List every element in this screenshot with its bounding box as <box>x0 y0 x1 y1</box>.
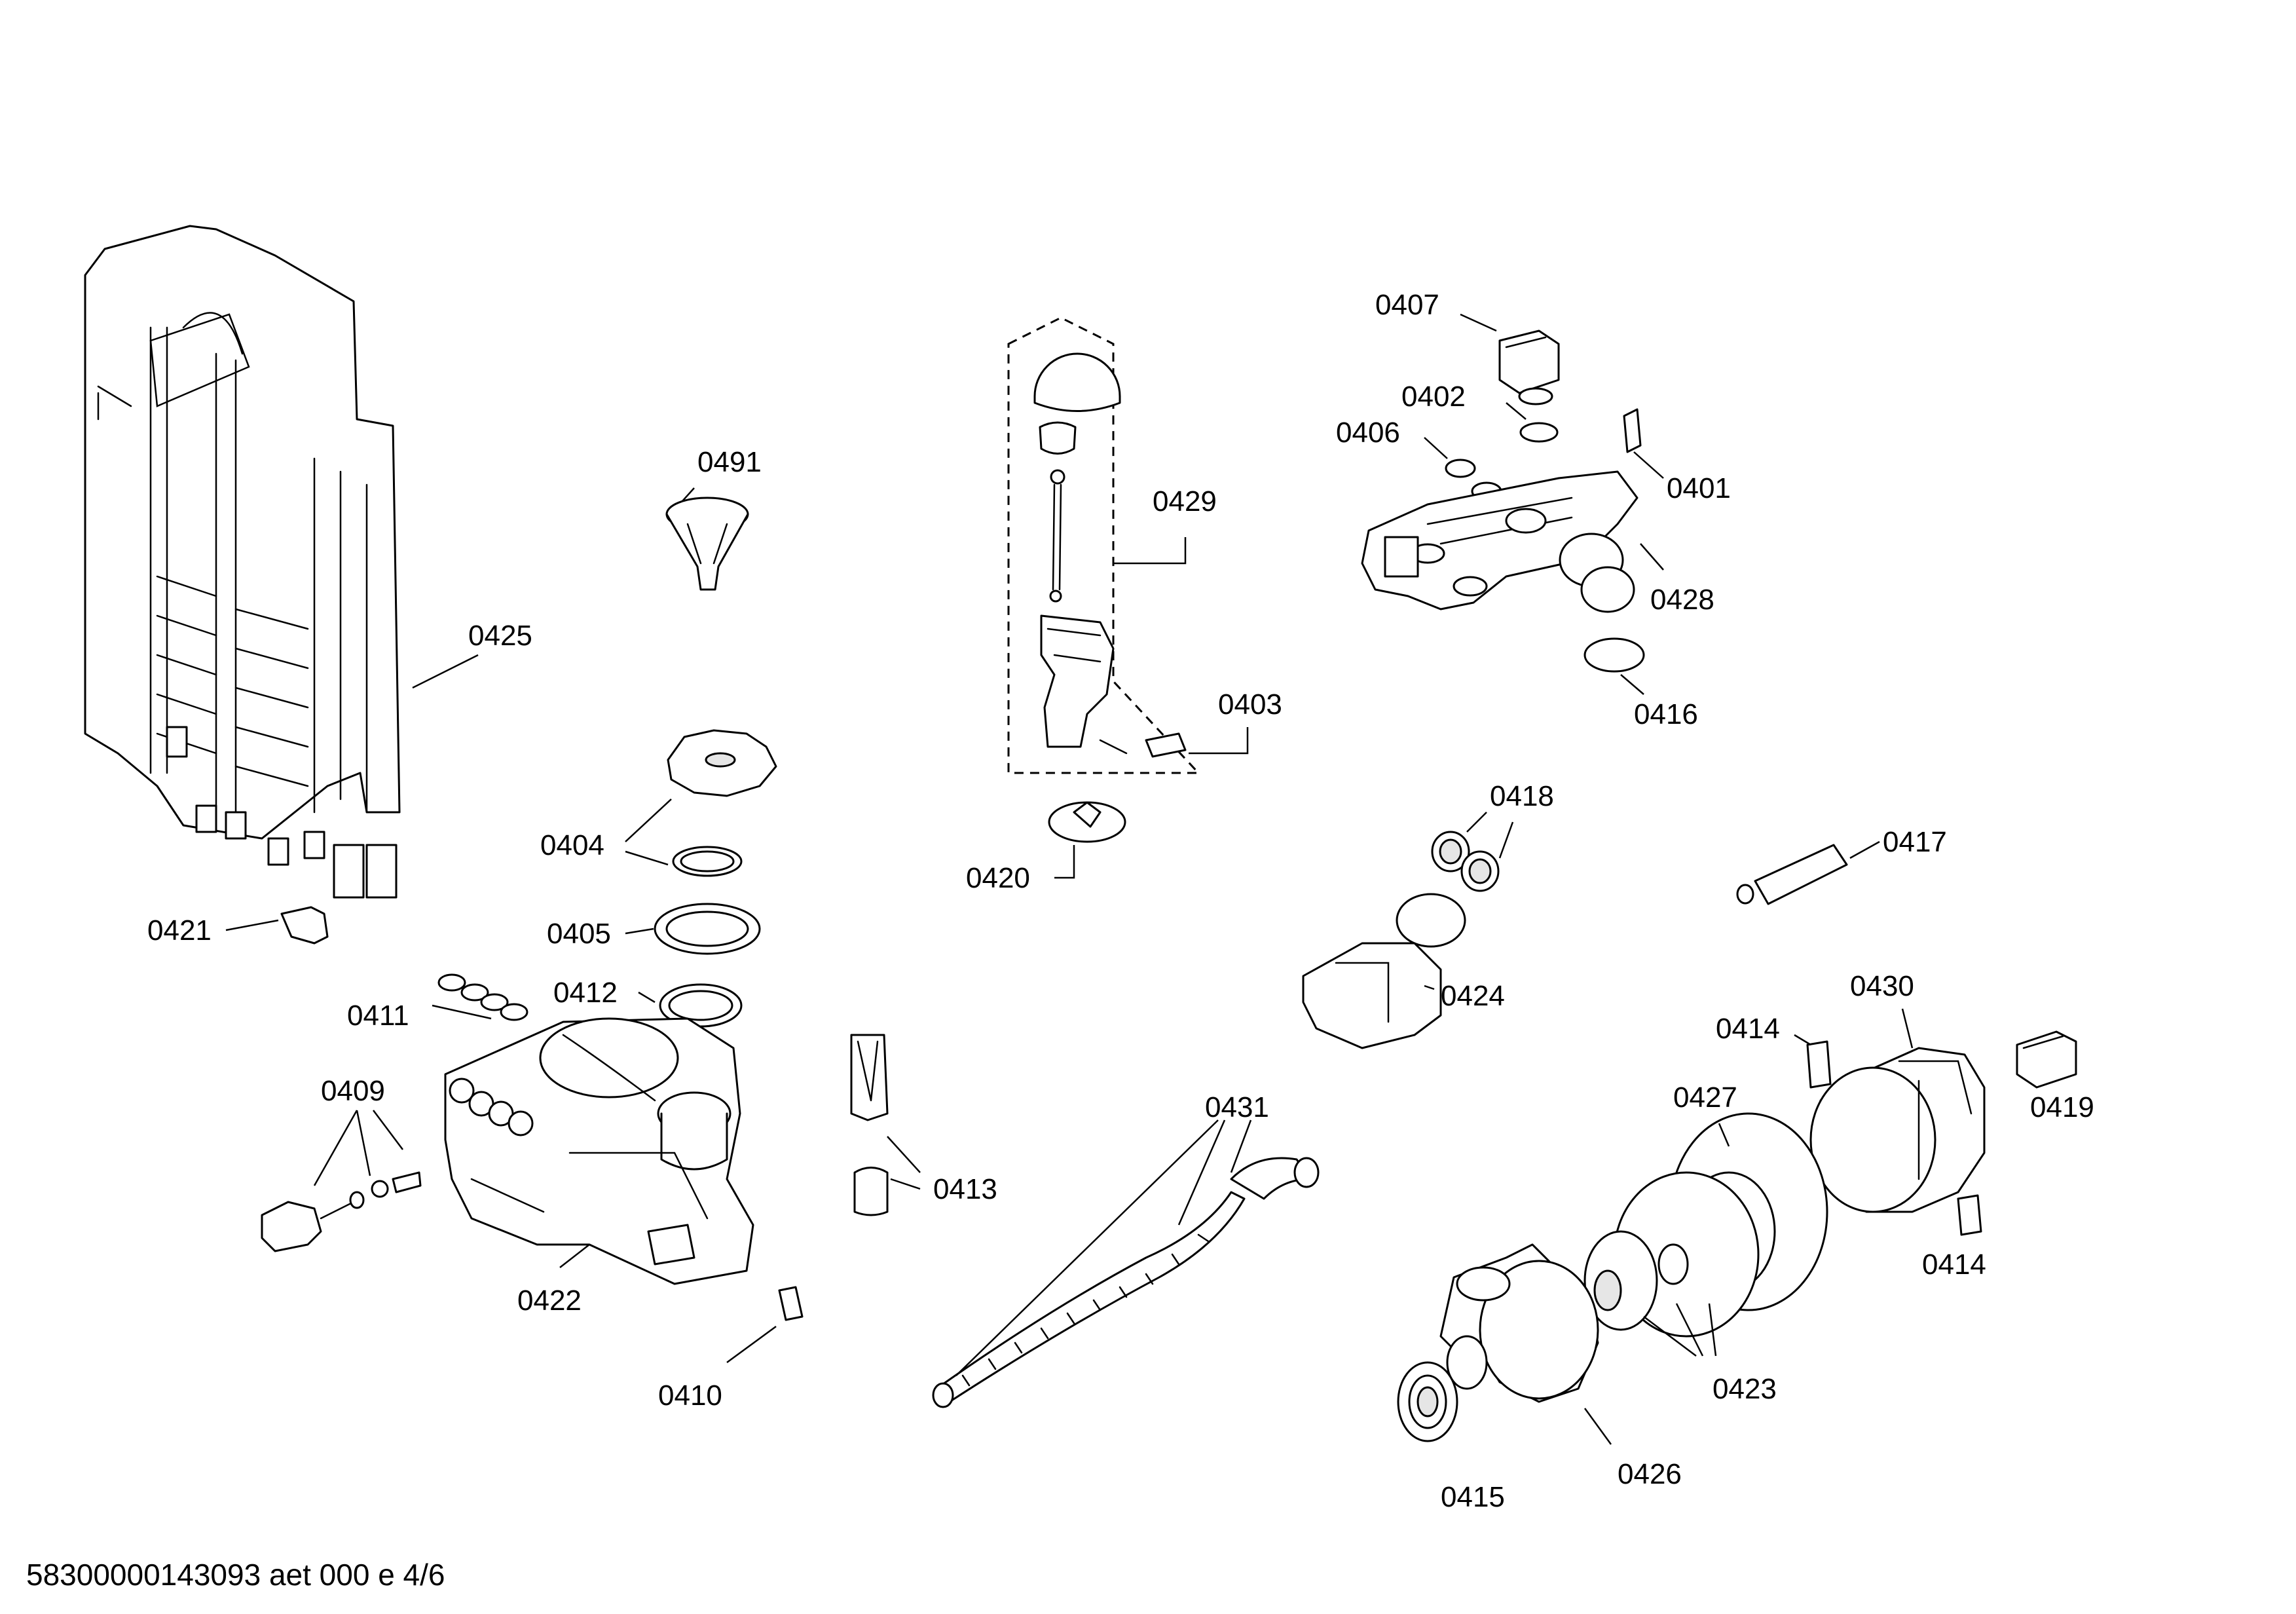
label-0407: 0407 <box>1375 289 1439 321</box>
part-0426-pump-housing <box>1439 1243 1612 1445</box>
label-0423: 0423 <box>1713 1373 1777 1405</box>
label-0411: 0411 <box>347 1000 409 1032</box>
label-0420: 0420 <box>966 862 1030 894</box>
part-0404-nut <box>625 729 777 842</box>
part-0406-o-rings <box>1424 437 1502 501</box>
label-0430: 0430 <box>1850 970 1914 1002</box>
part-0414-clip-bottom <box>1957 1194 1982 1236</box>
part-0405-nut-ring <box>625 903 761 955</box>
part-0430-heat-pump <box>1809 1008 1986 1213</box>
label-0402: 0402 <box>1401 381 1466 413</box>
label-0414-top: 0414 <box>1716 1013 1780 1045</box>
part-0411-rings <box>432 973 528 1021</box>
label-0417: 0417 <box>1883 826 1947 858</box>
label-0410: 0410 <box>658 1379 722 1412</box>
label-0412: 0412 <box>553 977 618 1009</box>
part-0421-clamp <box>225 906 329 945</box>
label-0425: 0425 <box>468 620 532 652</box>
part-0423-seals <box>1583 1171 1760 1357</box>
label-0406: 0406 <box>1336 417 1400 449</box>
part-0415-seal <box>1397 1361 1458 1442</box>
part-0418-couplings <box>1431 812 1514 892</box>
label-0403: 0403 <box>1218 688 1282 721</box>
label-0404: 0404 <box>540 829 604 861</box>
label-0421: 0421 <box>147 914 212 947</box>
part-0414-clip-top <box>1794 1034 1832 1089</box>
label-0414-bottom: 0414 <box>1922 1248 1986 1281</box>
part-0412-seal <box>638 983 743 1028</box>
part-0419-relay <box>2016 1030 2077 1089</box>
part-0429-float-assembly <box>1007 316 1201 774</box>
label-0409: 0409 <box>321 1075 385 1107</box>
label-0424: 0424 <box>1441 980 1505 1012</box>
label-0491: 0491 <box>697 446 762 478</box>
label-0419: 0419 <box>2030 1091 2094 1123</box>
part-0416-hose-clamp <box>1583 637 1645 695</box>
label-0431: 0431 <box>1205 1091 1269 1123</box>
label-0413: 0413 <box>933 1173 997 1205</box>
document-footer: 58300000143093 aet 000 e 4/6 <box>26 1558 445 1592</box>
label-0427: 0427 <box>1673 1081 1737 1114</box>
part-0422-softener-housing <box>444 1017 754 1285</box>
part-0413-sensor <box>850 1034 921 1216</box>
part-0404-ring <box>625 846 743 877</box>
part-0420-disc <box>1048 801 1126 879</box>
label-0415: 0415 <box>1441 1481 1505 1513</box>
callout-labels: 0425 0491 0429 0407 0402 0406 0401 0428 … <box>147 289 2094 1513</box>
label-0426: 0426 <box>1618 1458 1682 1490</box>
label-0422: 0422 <box>517 1285 582 1317</box>
part-0425-heat-exchanger <box>84 225 479 899</box>
part-0428-valve-housing <box>1361 470 1664 613</box>
label-0401: 0401 <box>1667 472 1731 504</box>
part-0417-filter <box>1736 840 1880 905</box>
label-0428: 0428 <box>1650 584 1714 616</box>
part-0491-funnel <box>665 487 749 591</box>
part-0403-microswitch <box>1189 727 1249 755</box>
part-0431-drain-hose <box>932 1119 1320 1408</box>
part-0409-valve <box>261 1110 422 1252</box>
label-0405: 0405 <box>547 918 611 950</box>
label-0418: 0418 <box>1490 780 1554 812</box>
part-0402-seal-ring <box>1506 402 1559 443</box>
label-0416: 0416 <box>1634 698 1698 730</box>
label-0429: 0429 <box>1153 485 1217 517</box>
part-0410-bracket <box>726 1286 804 1364</box>
part-0407-connector <box>1460 313 1560 405</box>
part-0424-drain-pump <box>1302 893 1466 1049</box>
part-0401-clip <box>1623 408 1664 479</box>
